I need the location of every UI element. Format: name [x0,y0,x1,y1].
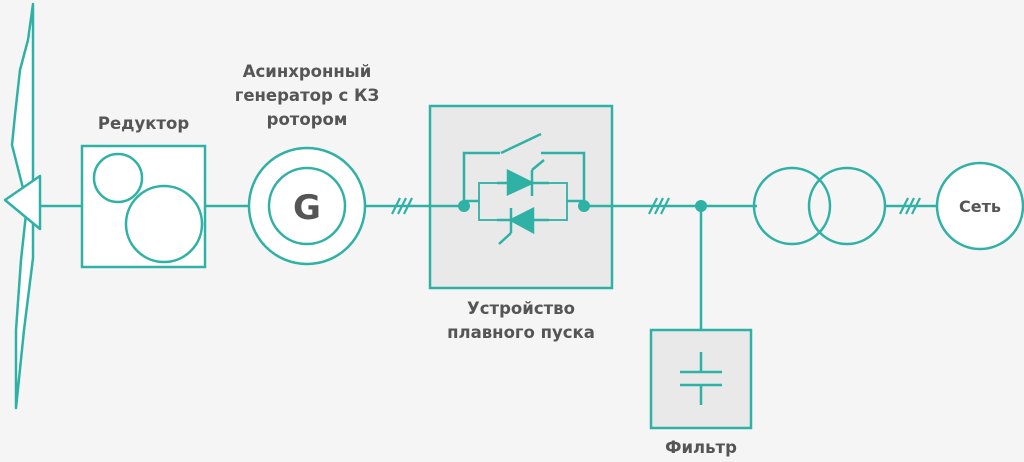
generator-label-line-2: генератор с КЗ [234,86,380,105]
thyristor-icon [497,206,549,245]
junction-dot [695,200,707,212]
soft-starter-label-line-1: Устройство [467,299,575,318]
junction-dot [578,200,590,212]
wind-turbine-icon [3,2,42,410]
gearbox-icon [80,144,207,269]
capacitor-icon [680,352,722,405]
grid-label: Сеть [959,197,1001,216]
soft-starter-block [428,104,614,290]
generator-label-line-3: ротором [266,110,348,129]
gearbox-label: Редуктор [97,114,190,133]
three-phase-mark-icon [899,197,921,215]
soft-starter-label: Устройство плавного пуска [420,297,622,345]
generator-symbol: G [293,188,321,228]
generator-icon: G [247,146,367,266]
generator-label-line-1: Асинхронный [242,62,372,81]
filter-block [649,328,753,430]
generator-label: Асинхронный генератор с КЗ ротором [220,60,394,132]
filter-label: Фильтр [665,438,737,457]
grid-node: Сеть [935,161,1024,251]
junction-dot [458,200,470,212]
three-phase-mark-icon [391,197,413,215]
soft-starter-label-line-2: плавного пуска [447,323,595,342]
three-phase-mark-icon [648,197,670,215]
transformer-icon [752,166,887,246]
thyristor-icon [497,159,549,196]
